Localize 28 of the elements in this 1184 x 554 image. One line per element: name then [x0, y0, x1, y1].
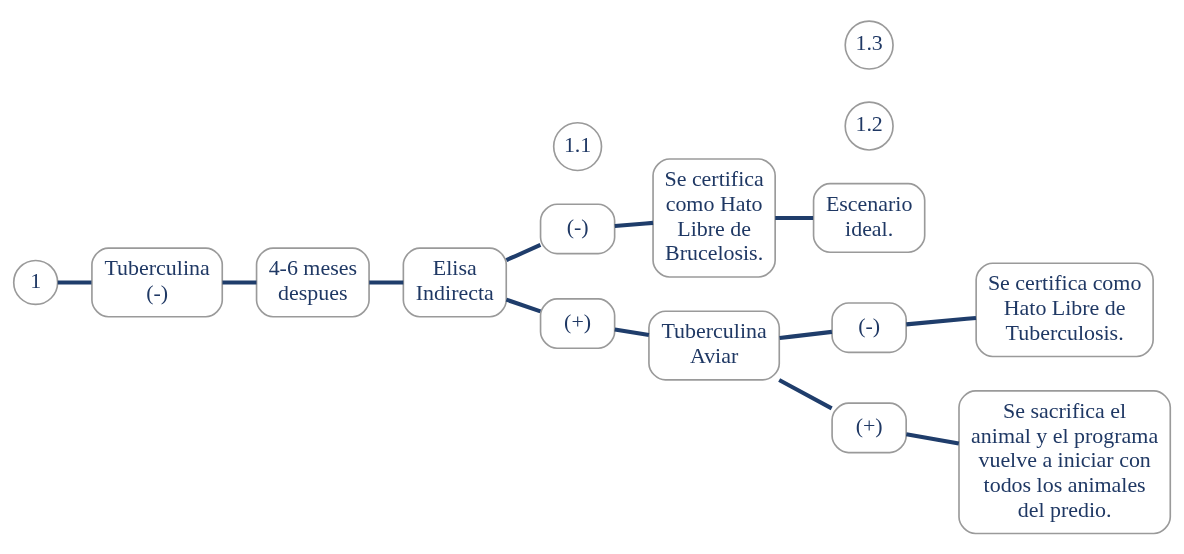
connector [779, 329, 833, 340]
node-box: Elisa Indirecta [402, 246, 508, 318]
node-box: Se certifica como Hato Libre de Brucelosis. [652, 157, 776, 278]
connector [905, 431, 960, 446]
node-box: Escenario ideal. [812, 182, 926, 253]
node-circle: 1.2 [844, 100, 894, 151]
connector [57, 279, 92, 284]
connector [369, 279, 404, 284]
connector [778, 377, 833, 410]
node-circle: 1.1 [552, 121, 603, 171]
node-box: (-) [539, 202, 616, 254]
node-box: (+) [539, 297, 616, 349]
node-box: (-) [831, 301, 907, 353]
node-circle: 1 [12, 259, 59, 305]
node-circle: 1.3 [844, 19, 894, 70]
node-box: 4-6 meses despues [255, 246, 370, 318]
node-box: Tuberculina Aviar [648, 309, 781, 381]
connector [505, 297, 542, 313]
connector [614, 220, 654, 228]
connector [906, 315, 977, 326]
connector [614, 326, 650, 337]
connector [775, 215, 814, 220]
connector [505, 242, 542, 262]
node-box: Se certifica como Hato Libre de Tuberculosis. [975, 261, 1154, 357]
node-box: Tuberculina (-) [91, 246, 224, 318]
node-box: Se sacrifica el animal y el programa vuelve a iniciar con todos los animales del predio. [958, 389, 1172, 534]
connector [222, 279, 257, 284]
node-box: (+) [831, 401, 907, 453]
